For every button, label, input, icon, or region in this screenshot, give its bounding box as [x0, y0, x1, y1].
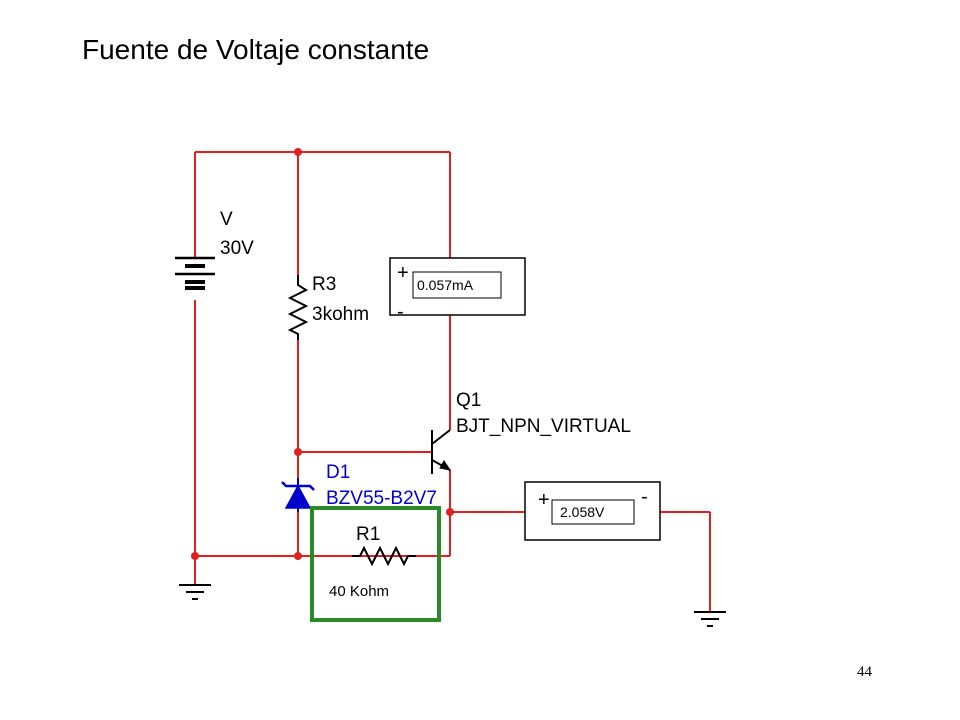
slide-title: Fuente de Voltaje constante — [82, 34, 430, 65]
slide-page-number: 44 — [857, 664, 872, 680]
battery-symbol — [175, 256, 215, 291]
source-name: V — [220, 209, 233, 230]
highlight-box — [310, 506, 441, 622]
source-value: 30V — [220, 238, 254, 259]
resistor-r1-symbol — [352, 545, 416, 567]
junction-dot — [446, 508, 454, 516]
r1-value: 40 Kohm — [329, 583, 389, 600]
voltmeter-plus: + — [538, 489, 550, 511]
voltmeter-display — [551, 499, 635, 525]
ground-icon — [179, 584, 211, 600]
junction-dot — [294, 148, 302, 156]
junctions — [191, 148, 454, 560]
resistor-r3-symbol — [287, 275, 309, 340]
junction-dot — [191, 552, 199, 560]
junction-dot — [294, 448, 302, 456]
ammeter-minus: - — [397, 301, 404, 323]
q1-name: Q1 — [456, 390, 481, 411]
transistor-q1-symbol — [431, 429, 452, 474]
voltmeter-minus: - — [641, 486, 648, 508]
ground-icon — [694, 611, 726, 627]
voltmeter-body — [524, 481, 661, 541]
ammeter-reading: 0.057mA — [417, 277, 474, 293]
voltmeter-reading: 2.058V — [560, 504, 605, 520]
d1-name: D1 — [326, 462, 350, 483]
ammeter-plus: + — [397, 262, 409, 284]
r3-value: 3kohm — [312, 304, 369, 325]
r1-name: R1 — [356, 524, 380, 545]
q1-model: BJT_NPN_VIRTUAL — [456, 416, 631, 437]
junction-dot — [294, 552, 302, 560]
r3-name: R3 — [312, 274, 336, 295]
d1-model: BZV55-B2V7 — [326, 488, 437, 509]
voltmeter: 2.058V + - — [524, 481, 661, 541]
ammeter: 0.057mA + - — [389, 257, 526, 323]
zener-d1-symbol — [281, 478, 315, 512]
wires — [194, 151, 711, 612]
ammeter-display — [412, 271, 502, 299]
